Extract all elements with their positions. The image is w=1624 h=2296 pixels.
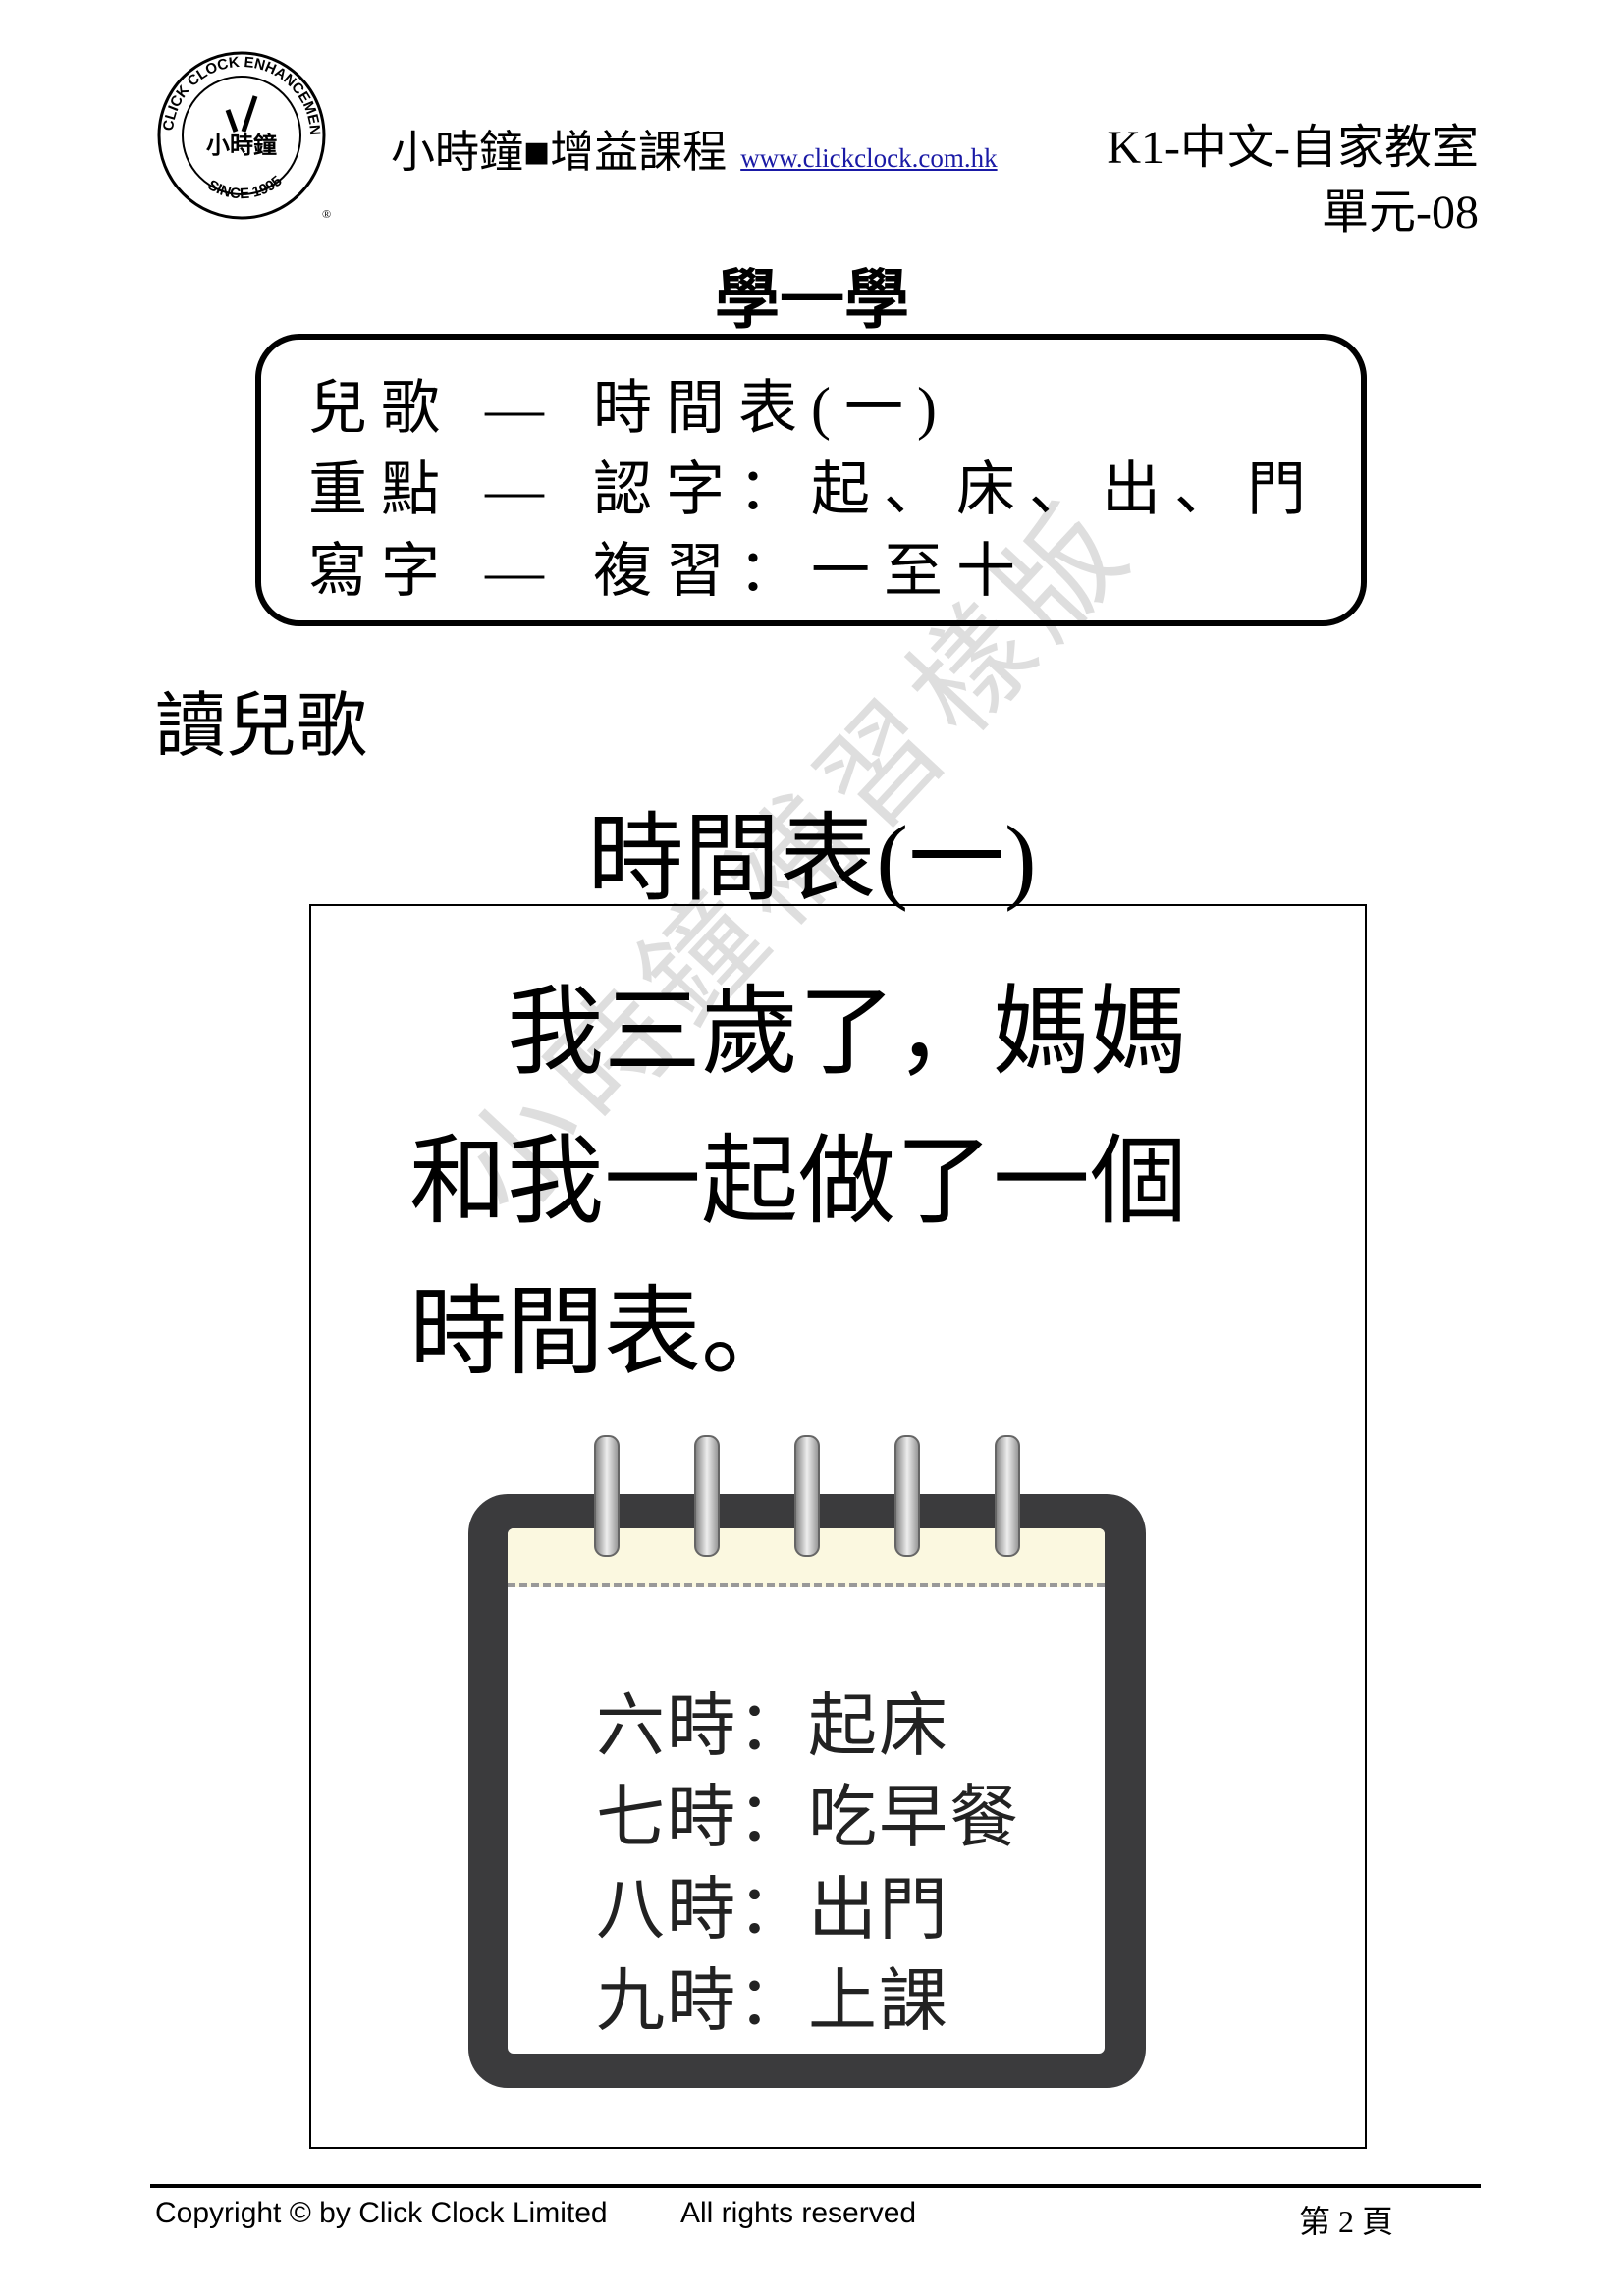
unit-number: 單元-08: [1322, 187, 1479, 239]
svg-text:CLICK CLOCK ENHANCEMENT: CLICK CLOCK ENHANCEMENT: [155, 51, 323, 135]
topic-box: 兒歌 — 時間表(一) 重點 — 認字：起、床、出、門 寫字 — 複習：一至十: [255, 334, 1367, 626]
topic-label: 兒歌: [308, 376, 454, 441]
svg-text:®: ®: [322, 207, 331, 221]
poem-line: 我三歲了，媽媽: [409, 980, 1187, 1087]
notepad-illustration: 六時：起床 七時：吃早餐 八時：出門 九時：上課: [468, 1435, 1146, 2088]
poem-line: 時間表。: [409, 1280, 798, 1387]
dash: —: [485, 457, 558, 522]
header-title: 小時鐘■增益課程 www.clickclock.com.hk: [391, 116, 998, 180]
topic-row: 兒歌—時間表(一): [308, 369, 937, 448]
ring-icon: [594, 1435, 620, 1557]
copyright: Copyright © by Click Clock Limited: [155, 2197, 608, 2229]
schedule-item: 七時：吃早餐: [596, 1781, 1020, 1856]
dash: —: [485, 376, 558, 441]
ring-icon: [794, 1435, 820, 1557]
topic-label: 重點: [308, 457, 454, 522]
notepad-paper: 六時：起床 七時：吃早餐 八時：出門 九時：上課: [508, 1528, 1105, 2054]
topic-value: 複習：一至十: [593, 539, 1029, 604]
ring-icon: [894, 1435, 920, 1557]
header-course-info: K1-中文-自家教室 單元-08: [1107, 116, 1479, 245]
schedule-item: 八時：出門: [596, 1873, 949, 1949]
logo: CLICK CLOCK ENHANCEMENT SINCE 1995 小時鐘 ®: [150, 38, 332, 224]
topic-row: 寫字—複習：一至十: [308, 532, 1015, 611]
topic-row: 重點—認字：起、床、出、門: [308, 451, 1306, 529]
course-name: K1-中文-自家教室: [1107, 122, 1479, 174]
page-number: 第 2 頁: [1299, 2204, 1394, 2239]
song-frame: 我三歲了，媽媽 和我一起做了一個 時間表。: [309, 904, 1367, 2149]
school-name: 小時鐘■增益課程: [391, 128, 728, 177]
svg-text:小時鐘: 小時鐘: [206, 132, 277, 159]
topic-value: 認字：起、床、出、門: [593, 457, 1320, 522]
section-heading: 學一學: [715, 262, 909, 338]
ring-icon: [694, 1435, 720, 1557]
schedule-item: 九時：上課: [596, 1964, 949, 2040]
topic-value: 時間表(一): [593, 376, 950, 441]
poem-line: 和我一起做了一個: [409, 1129, 1187, 1236]
svg-text:SINCE 1995: SINCE 1995: [205, 173, 286, 203]
song-title: 時間表(一): [587, 807, 1037, 913]
footer-divider: [150, 2184, 1481, 2188]
ring-icon: [995, 1435, 1020, 1557]
dash: —: [485, 539, 558, 604]
read-heading: 讀兒歌: [155, 687, 368, 766]
topic-label: 寫字: [308, 539, 454, 604]
schedule-item: 六時：起床: [596, 1689, 949, 1765]
website-link[interactable]: www.clickclock.com.hk: [740, 143, 998, 173]
rights-reserved: All rights reserved: [680, 2197, 917, 2229]
